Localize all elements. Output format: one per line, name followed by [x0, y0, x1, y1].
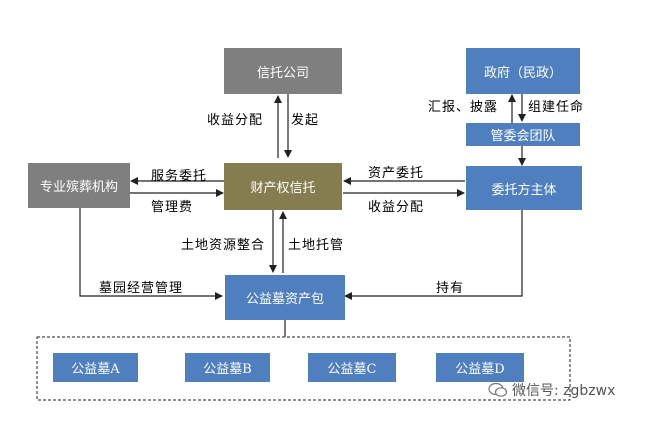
label-form-appoint: 组建任命: [528, 100, 585, 115]
node-trust-company: 信托公司: [224, 48, 342, 94]
node-trustor: 委托方主体: [466, 166, 582, 210]
label-hold: 持有: [436, 281, 465, 296]
node-management-committee: 管委会团队: [466, 123, 580, 146]
label-service-entrust: 服务委托: [151, 169, 208, 184]
label-land-integration: 土地资源整合: [181, 238, 266, 253]
node-property-trust: 财产权信托: [224, 163, 342, 210]
node-cemetery-d: 公益墓D: [436, 353, 524, 382]
label-income-distribution-right: 收益分配: [368, 200, 425, 215]
arrow-hold: [344, 210, 523, 300]
node-cemetery-c: 公益墓C: [308, 353, 396, 382]
node-cemetery-b: 公益墓B: [185, 353, 270, 382]
node-cemetery-a: 公益墓A: [53, 353, 138, 382]
wechat-icon: [488, 382, 508, 397]
node-government: 政府（民政）: [466, 48, 580, 94]
label-land-custody: 土地托管: [288, 238, 345, 253]
cemetery-group-frame: [36, 336, 571, 401]
label-initiate: 发起: [291, 113, 320, 128]
label-cemetery-operation: 墓园经营管理: [99, 281, 184, 296]
label-income-distribution-top: 收益分配: [207, 113, 264, 128]
label-asset-entrust: 资产委托: [368, 166, 425, 181]
arrow-cemetery-operation: [79, 208, 223, 300]
node-professional-agency: 专业殡葬机构: [28, 163, 130, 208]
node-cemetery-package: 公益墓资产包: [225, 275, 345, 320]
label-report-disclose: 汇报、披露: [428, 100, 499, 115]
label-management-fee: 管理费: [151, 200, 194, 215]
wechat-watermark: 微信号: zgbzwx: [488, 380, 615, 400]
